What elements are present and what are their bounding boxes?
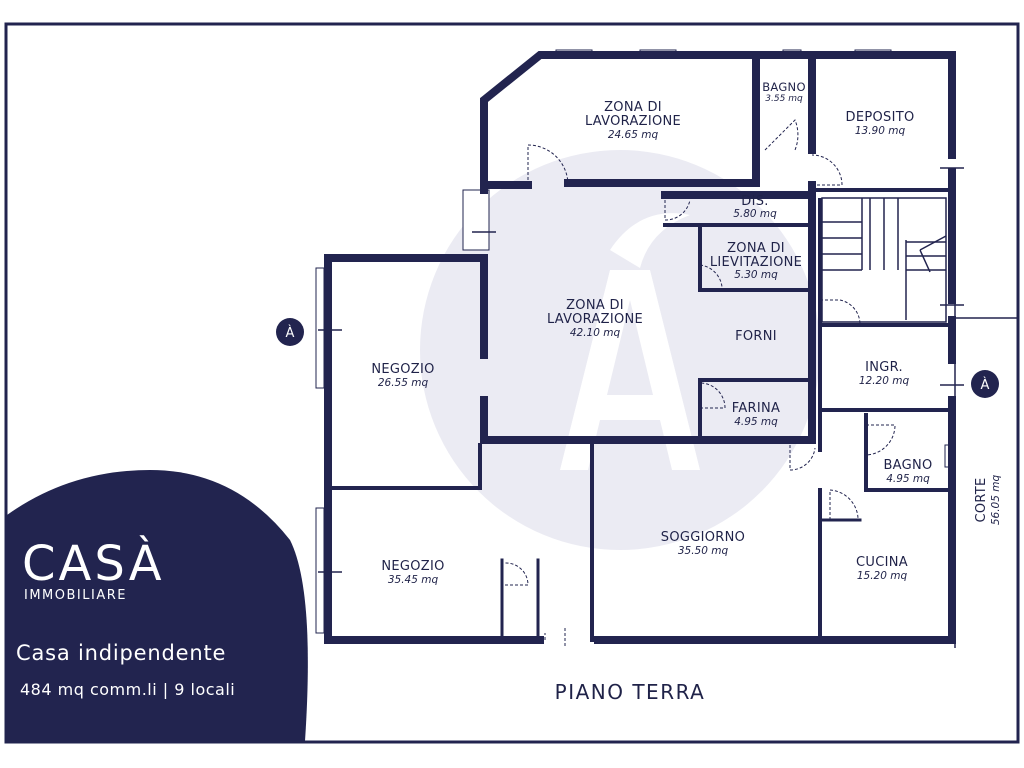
section-marker-right: À — [971, 370, 999, 398]
svg-text:56.05 mq: 56.05 mq — [990, 475, 1002, 526]
brand-subtitle: IMMOBILIARE — [24, 588, 127, 603]
svg-text:À: À — [286, 325, 295, 341]
room-negozio-2: NEGOZIO 35.45 mq — [381, 559, 444, 586]
svg-text:BAGNO: BAGNO — [762, 80, 806, 94]
room-corte: CORTE 56.05 mq — [974, 475, 1002, 526]
svg-text:4.95 mq: 4.95 mq — [886, 473, 930, 485]
svg-text:FARINA: FARINA — [732, 401, 780, 416]
room-bagno-1: BAGNO 3.55 mq — [762, 80, 806, 104]
svg-text:CUCINA: CUCINA — [856, 555, 908, 570]
svg-text:SOGGIORNO: SOGGIORNO — [661, 530, 745, 545]
property-type: Casa indipendente — [16, 641, 226, 665]
svg-text:NEGOZIO: NEGOZIO — [371, 362, 434, 377]
svg-text:26.55 mq: 26.55 mq — [378, 377, 429, 389]
svg-text:24.65 mq: 24.65 mq — [608, 129, 659, 141]
svg-text:3.55 mq: 3.55 mq — [765, 94, 803, 104]
room-negozio-1: NEGOZIO 26.55 mq — [371, 362, 434, 389]
room-forni: FORNI — [735, 329, 777, 344]
room-zona-lievitazione: ZONA DI LIEVITAZIONE 5.30 mq — [710, 241, 802, 281]
svg-text:DIS.: DIS. — [741, 194, 768, 209]
svg-text:12.20 mq: 12.20 mq — [859, 375, 910, 387]
room-farina: FARINA 4.95 mq — [732, 401, 780, 428]
door-swings — [504, 119, 896, 648]
svg-text:NEGOZIO: NEGOZIO — [381, 559, 444, 574]
svg-text:À: À — [981, 377, 990, 393]
svg-text:4.95 mq: 4.95 mq — [734, 416, 778, 428]
svg-text:35.50 mq: 35.50 mq — [678, 545, 729, 557]
svg-text:LIEVITAZIONE: LIEVITAZIONE — [710, 255, 802, 270]
watermark-logo — [420, 150, 820, 550]
stairs — [821, 197, 947, 323]
svg-text:LAVORAZIONE: LAVORAZIONE — [585, 114, 681, 129]
room-dis: DIS. 5.80 mq — [733, 194, 777, 220]
svg-text:DEPOSITO: DEPOSITO — [846, 110, 915, 125]
svg-text:15.20 mq: 15.20 mq — [857, 570, 908, 582]
room-zona-lavorazione-1: ZONA DI LAVORAZIONE 24.65 mq — [585, 100, 681, 141]
svg-text:13.90 mq: 13.90 mq — [855, 125, 906, 137]
svg-text:5.30 mq: 5.30 mq — [734, 269, 778, 281]
walls — [324, 51, 956, 644]
svg-text:ZONA DI: ZONA DI — [566, 298, 624, 313]
section-lines — [318, 167, 1018, 648]
svg-text:5.80 mq: 5.80 mq — [733, 208, 777, 220]
room-bagno-2: BAGNO 4.95 mq — [883, 458, 932, 485]
property-details: 484 mq comm.li | 9 locali — [20, 680, 235, 699]
section-marker-left: À — [276, 318, 304, 346]
room-ingr: INGR. 12.20 mq — [859, 360, 910, 387]
room-zona-lavorazione-2: ZONA DI LAVORAZIONE 42.10 mq — [547, 298, 643, 339]
svg-text:42.10 mq: 42.10 mq — [570, 327, 621, 339]
page-frame — [4, 22, 1020, 744]
room-soggiorno: SOGGIORNO 35.50 mq — [661, 530, 745, 557]
room-cucina: CUCINA 15.20 mq — [856, 555, 908, 582]
svg-text:BAGNO: BAGNO — [883, 458, 932, 473]
svg-text:CORTE: CORTE — [974, 477, 989, 522]
svg-text:FORNI: FORNI — [735, 329, 777, 344]
floor-label: PIANO TERRA — [555, 680, 706, 704]
svg-text:LAVORAZIONE: LAVORAZIONE — [547, 312, 643, 327]
brand-logo: CASÀ — [22, 535, 165, 592]
svg-text:ZONA DI: ZONA DI — [604, 100, 662, 115]
brand-badge: CASÀ IMMOBILIARE Casa indipendente 484 m… — [7, 470, 308, 741]
room-deposito: DEPOSITO 13.90 mq — [846, 110, 915, 137]
svg-text:35.45 mq: 35.45 mq — [388, 574, 439, 586]
svg-text:ZONA DI: ZONA DI — [727, 241, 785, 256]
svg-text:INGR.: INGR. — [865, 360, 903, 375]
